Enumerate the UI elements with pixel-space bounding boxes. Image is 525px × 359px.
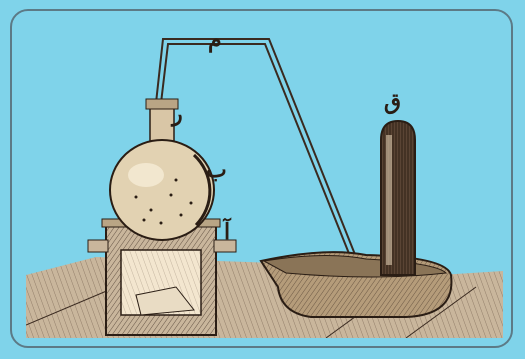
- label-receiver: ق: [384, 91, 401, 113]
- illustration-frame: م ر ب آ ق: [10, 9, 513, 348]
- label-tube: م: [208, 29, 222, 51]
- water-basin: [261, 252, 451, 317]
- apparatus-engraving: [26, 25, 503, 338]
- glass-flask: [110, 99, 214, 240]
- receiver-jar: [381, 121, 415, 275]
- label-flask: ب: [206, 159, 227, 181]
- label-furnace: آ: [224, 221, 230, 243]
- label-neck: ر: [172, 103, 183, 125]
